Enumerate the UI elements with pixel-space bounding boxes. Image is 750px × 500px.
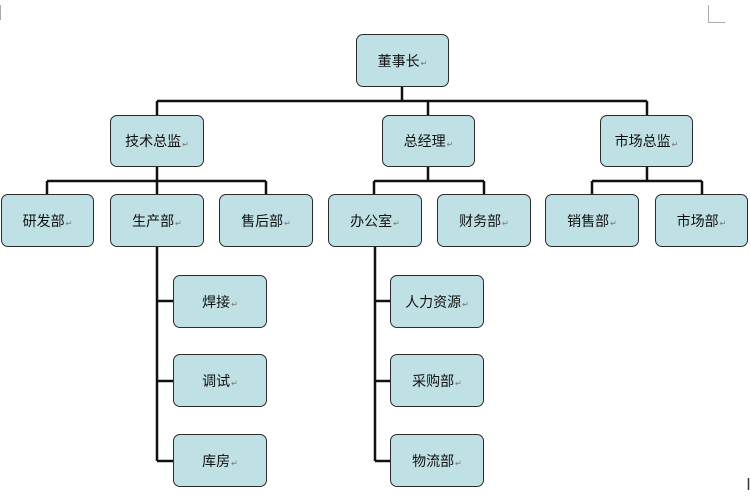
paragraph-mark-icon: ↵ [393,219,400,228]
paragraph-mark-icon: ↵ [446,139,454,149]
node-label: 采购部 [412,373,455,390]
paragraph-mark-icon: ↵ [231,300,238,309]
node-office: 办公室↵ [328,194,422,247]
node-production-dept: 生产部↵ [110,194,204,247]
paragraph-mark-icon: ↵ [455,379,462,388]
node-hr: 人力资源↵ [390,275,484,328]
node-logistics-dept: 物流部↵ [390,434,484,487]
node-marketing-dept: 市场部↵ [655,194,748,247]
paragraph-mark-icon: ↵ [462,300,469,309]
node-general-manager: 总经理↵ [382,115,475,167]
paragraph-mark-icon: ↵ [284,219,291,228]
node-label: 市场总监 [614,134,671,150]
node-label: 研发部 [22,213,65,230]
paragraph-mark-icon: ↵ [182,139,189,149]
node-label: 库房 [202,453,231,470]
node-label: 财务部 [459,213,502,230]
paragraph-mark-icon: ↵ [420,59,428,68]
node-label: 总经理 [403,134,446,150]
node-tech-director: 技术总监↵ [110,115,204,167]
paragraph-mark-icon: ↵ [231,459,238,468]
node-label: 董事长 [377,53,420,70]
node-label: 销售部 [567,213,610,230]
node-label: 办公室 [350,213,393,230]
paragraph-mark-icon: ↵ [175,219,182,228]
node-warehouse: 库房↵ [173,434,267,487]
node-welding: 焊接↵ [173,275,267,328]
paragraph-mark-icon: ↵ [719,219,727,228]
node-label: 生产部 [132,213,175,230]
paragraph-mark-icon: ↵ [455,459,462,468]
node-label: 物流部 [412,453,455,470]
node-label: 人力资源 [405,294,462,311]
node-debugging: 调试↵ [173,354,267,407]
paragraph-mark-icon: ↵ [671,139,679,149]
paragraph-mark-icon: ↵ [502,219,509,228]
node-purchasing-dept: 采购部↵ [390,354,484,407]
node-label: 售后部 [241,213,284,230]
paragraph-mark-icon: ↵ [65,219,73,228]
node-market-director: 市场总监↵ [600,115,693,167]
node-sales-dept: 销售部↵ [545,194,639,247]
paragraph-mark-icon: ↵ [610,219,617,228]
node-finance-dept: 财务部↵ [437,194,531,247]
node-after-sales-dept: 售后部↵ [219,194,313,247]
paragraph-mark-icon: ↵ [231,379,238,388]
node-label: 技术总监 [125,134,182,150]
node-label: 调试 [202,373,231,390]
node-label: 市场部 [676,213,719,230]
node-rnd-dept: 研发部↵ [1,194,94,247]
node-chairman: 董事长↵ [356,34,449,87]
node-label: 焊接 [202,294,231,311]
